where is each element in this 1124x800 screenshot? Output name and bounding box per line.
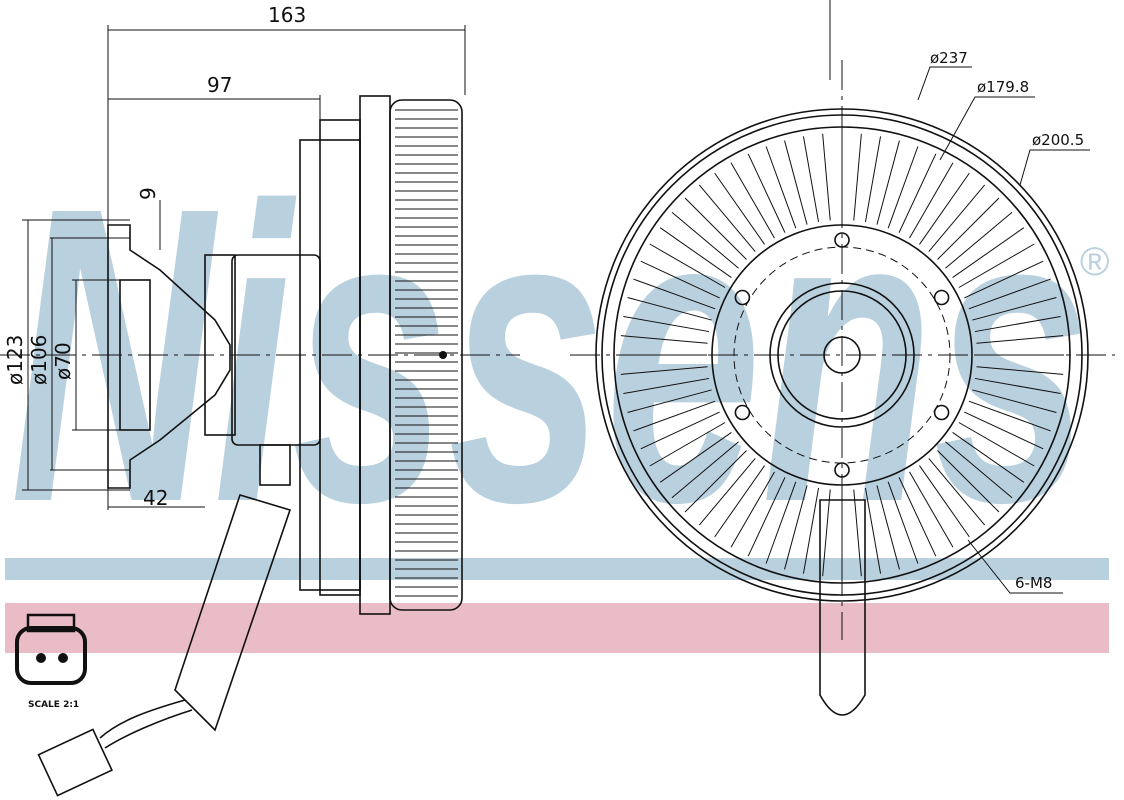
dim-mounting-length: 97 xyxy=(207,73,232,97)
connector-detail xyxy=(15,613,87,685)
bolt-hole xyxy=(933,289,950,306)
front-view xyxy=(570,0,1115,716)
dim-dia-pilot: ø70 xyxy=(51,342,75,380)
dim-overall-length: 163 xyxy=(268,3,306,27)
dim-dia-outer: ø123 xyxy=(3,335,27,385)
side-view xyxy=(0,25,520,797)
dim-dia-bolt: ø106 xyxy=(27,335,51,385)
radial-fins xyxy=(620,133,1064,577)
blue-band xyxy=(5,558,1109,580)
bolt-hole xyxy=(834,232,850,248)
dim-flange-thickness: 9 xyxy=(136,187,160,200)
dim-inner-diameter: ø179.8 xyxy=(977,78,1029,96)
bolt-hole xyxy=(933,404,950,421)
dim-threads: 6-M8 xyxy=(1015,574,1052,592)
fan-fins xyxy=(395,109,458,597)
dim-mid-diameter: ø200.5 xyxy=(1032,131,1084,149)
bolt-hole xyxy=(834,462,850,478)
dim-hub-depth: 42 xyxy=(143,486,168,510)
registered-mark: ® xyxy=(1080,240,1109,284)
pink-band xyxy=(5,603,1109,653)
bolt-hole xyxy=(734,404,751,421)
dim-fan-diameter: ø237 xyxy=(930,49,968,67)
bolt-hole xyxy=(734,289,751,306)
connector-scale-label: SCALE 2:1 xyxy=(28,700,79,710)
